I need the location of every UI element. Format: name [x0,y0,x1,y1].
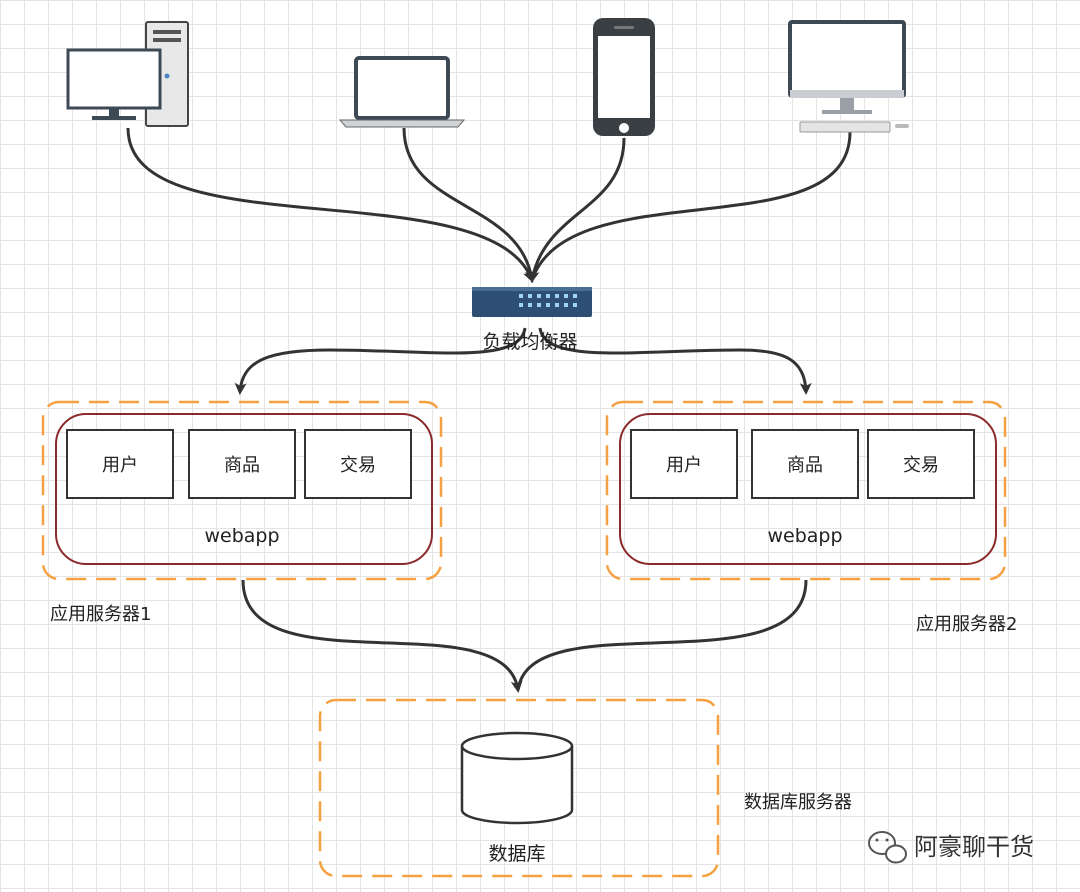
lb-edges [234,327,812,395]
server-1-module-product: 商品 [188,429,296,499]
module-label: 用户 [102,455,138,476]
server-2-webapp-label: webapp [767,525,842,547]
server-1-caption: 应用服务器1 [50,604,151,625]
server-1-webapp-label: webapp [204,525,279,547]
load-balancer-label: 负载均衡器 [482,331,577,353]
load-balancer: 负载均衡器 [472,287,592,353]
network-switch-icon [472,287,592,317]
watermark: 阿豪聊干货 [868,831,1034,864]
db-dashed-border [318,698,720,878]
laptop-icon [338,56,466,128]
module-label: 用户 [666,455,702,476]
desktop-pc-icon [66,21,189,127]
app-server-2: 用户 商品 交易 webapp 应用服务器2 [605,400,1017,635]
database-server: 数据库 数据库服务器 [318,698,852,878]
module-label: 商品 [224,455,260,476]
database-server-caption: 数据库服务器 [744,792,852,813]
server-1-module-user: 用户 [66,429,174,499]
server-1-dashed-border [41,400,443,581]
server-2-module-product: 商品 [751,429,859,499]
db-edges [241,579,808,693]
database-label: 数据库 [488,843,545,865]
watermark-text: 阿豪聊干货 [914,833,1034,861]
edge-phone-to-lb [527,137,626,283]
server-2-caption: 应用服务器2 [916,614,1017,635]
app-server-1: 用户 商品 交易 webapp 应用服务器1 [41,400,443,625]
server-2-dashed-border [605,400,1007,581]
edge-laptop-to-lb [402,127,537,283]
database-cylinder-icon [460,731,574,825]
server-2-module-trade: 交易 [867,429,975,499]
client-edges [126,127,852,283]
edge-desktop-to-lb [126,127,535,283]
server-1-webapp-container [55,413,433,565]
module-label: 交易 [903,455,939,476]
edge-lb-to-server1 [234,327,527,395]
edge-server2-to-db [516,579,808,691]
edge-server1-to-db [241,579,523,693]
server-2-webapp-container [619,413,997,565]
module-label: 交易 [340,455,376,476]
wechat-icon [868,831,907,864]
edge-lb-to-server2 [538,327,812,395]
module-label: 商品 [787,455,823,476]
edge-monitor-to-lb [530,131,852,281]
server-1-module-trade: 交易 [304,429,412,499]
monitor-keyboard-icon [788,20,909,133]
smartphone-icon [593,18,655,136]
server-2-module-user: 用户 [630,429,738,499]
